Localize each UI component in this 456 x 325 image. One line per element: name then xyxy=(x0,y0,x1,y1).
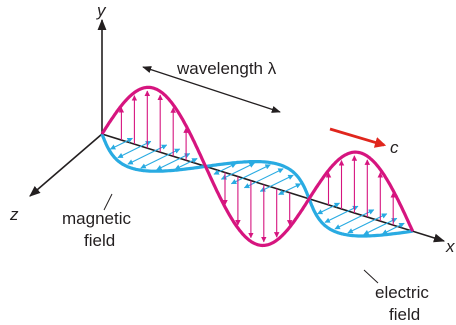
magnetic-label-leader xyxy=(104,194,112,210)
y-axis-label: y xyxy=(96,1,107,20)
z-axis-label: z xyxy=(9,205,19,224)
velocity-arrow-icon xyxy=(330,129,384,145)
electric-field-label-line1: electric xyxy=(375,283,429,302)
electric-field-label-line2: field xyxy=(389,305,420,324)
magnetic-field-label-line2: field xyxy=(84,231,115,250)
wavelength-label: wavelength λ xyxy=(176,59,277,78)
x-axis-label: x xyxy=(445,237,455,256)
electric-label-leader xyxy=(364,270,378,283)
magnetic-field-label-line1: magnetic xyxy=(62,209,131,228)
electric-field-wave xyxy=(102,87,413,245)
electric-field-arrows xyxy=(121,91,393,242)
axes xyxy=(30,20,444,241)
z-axis xyxy=(30,134,102,196)
speed-label: c xyxy=(390,138,399,157)
